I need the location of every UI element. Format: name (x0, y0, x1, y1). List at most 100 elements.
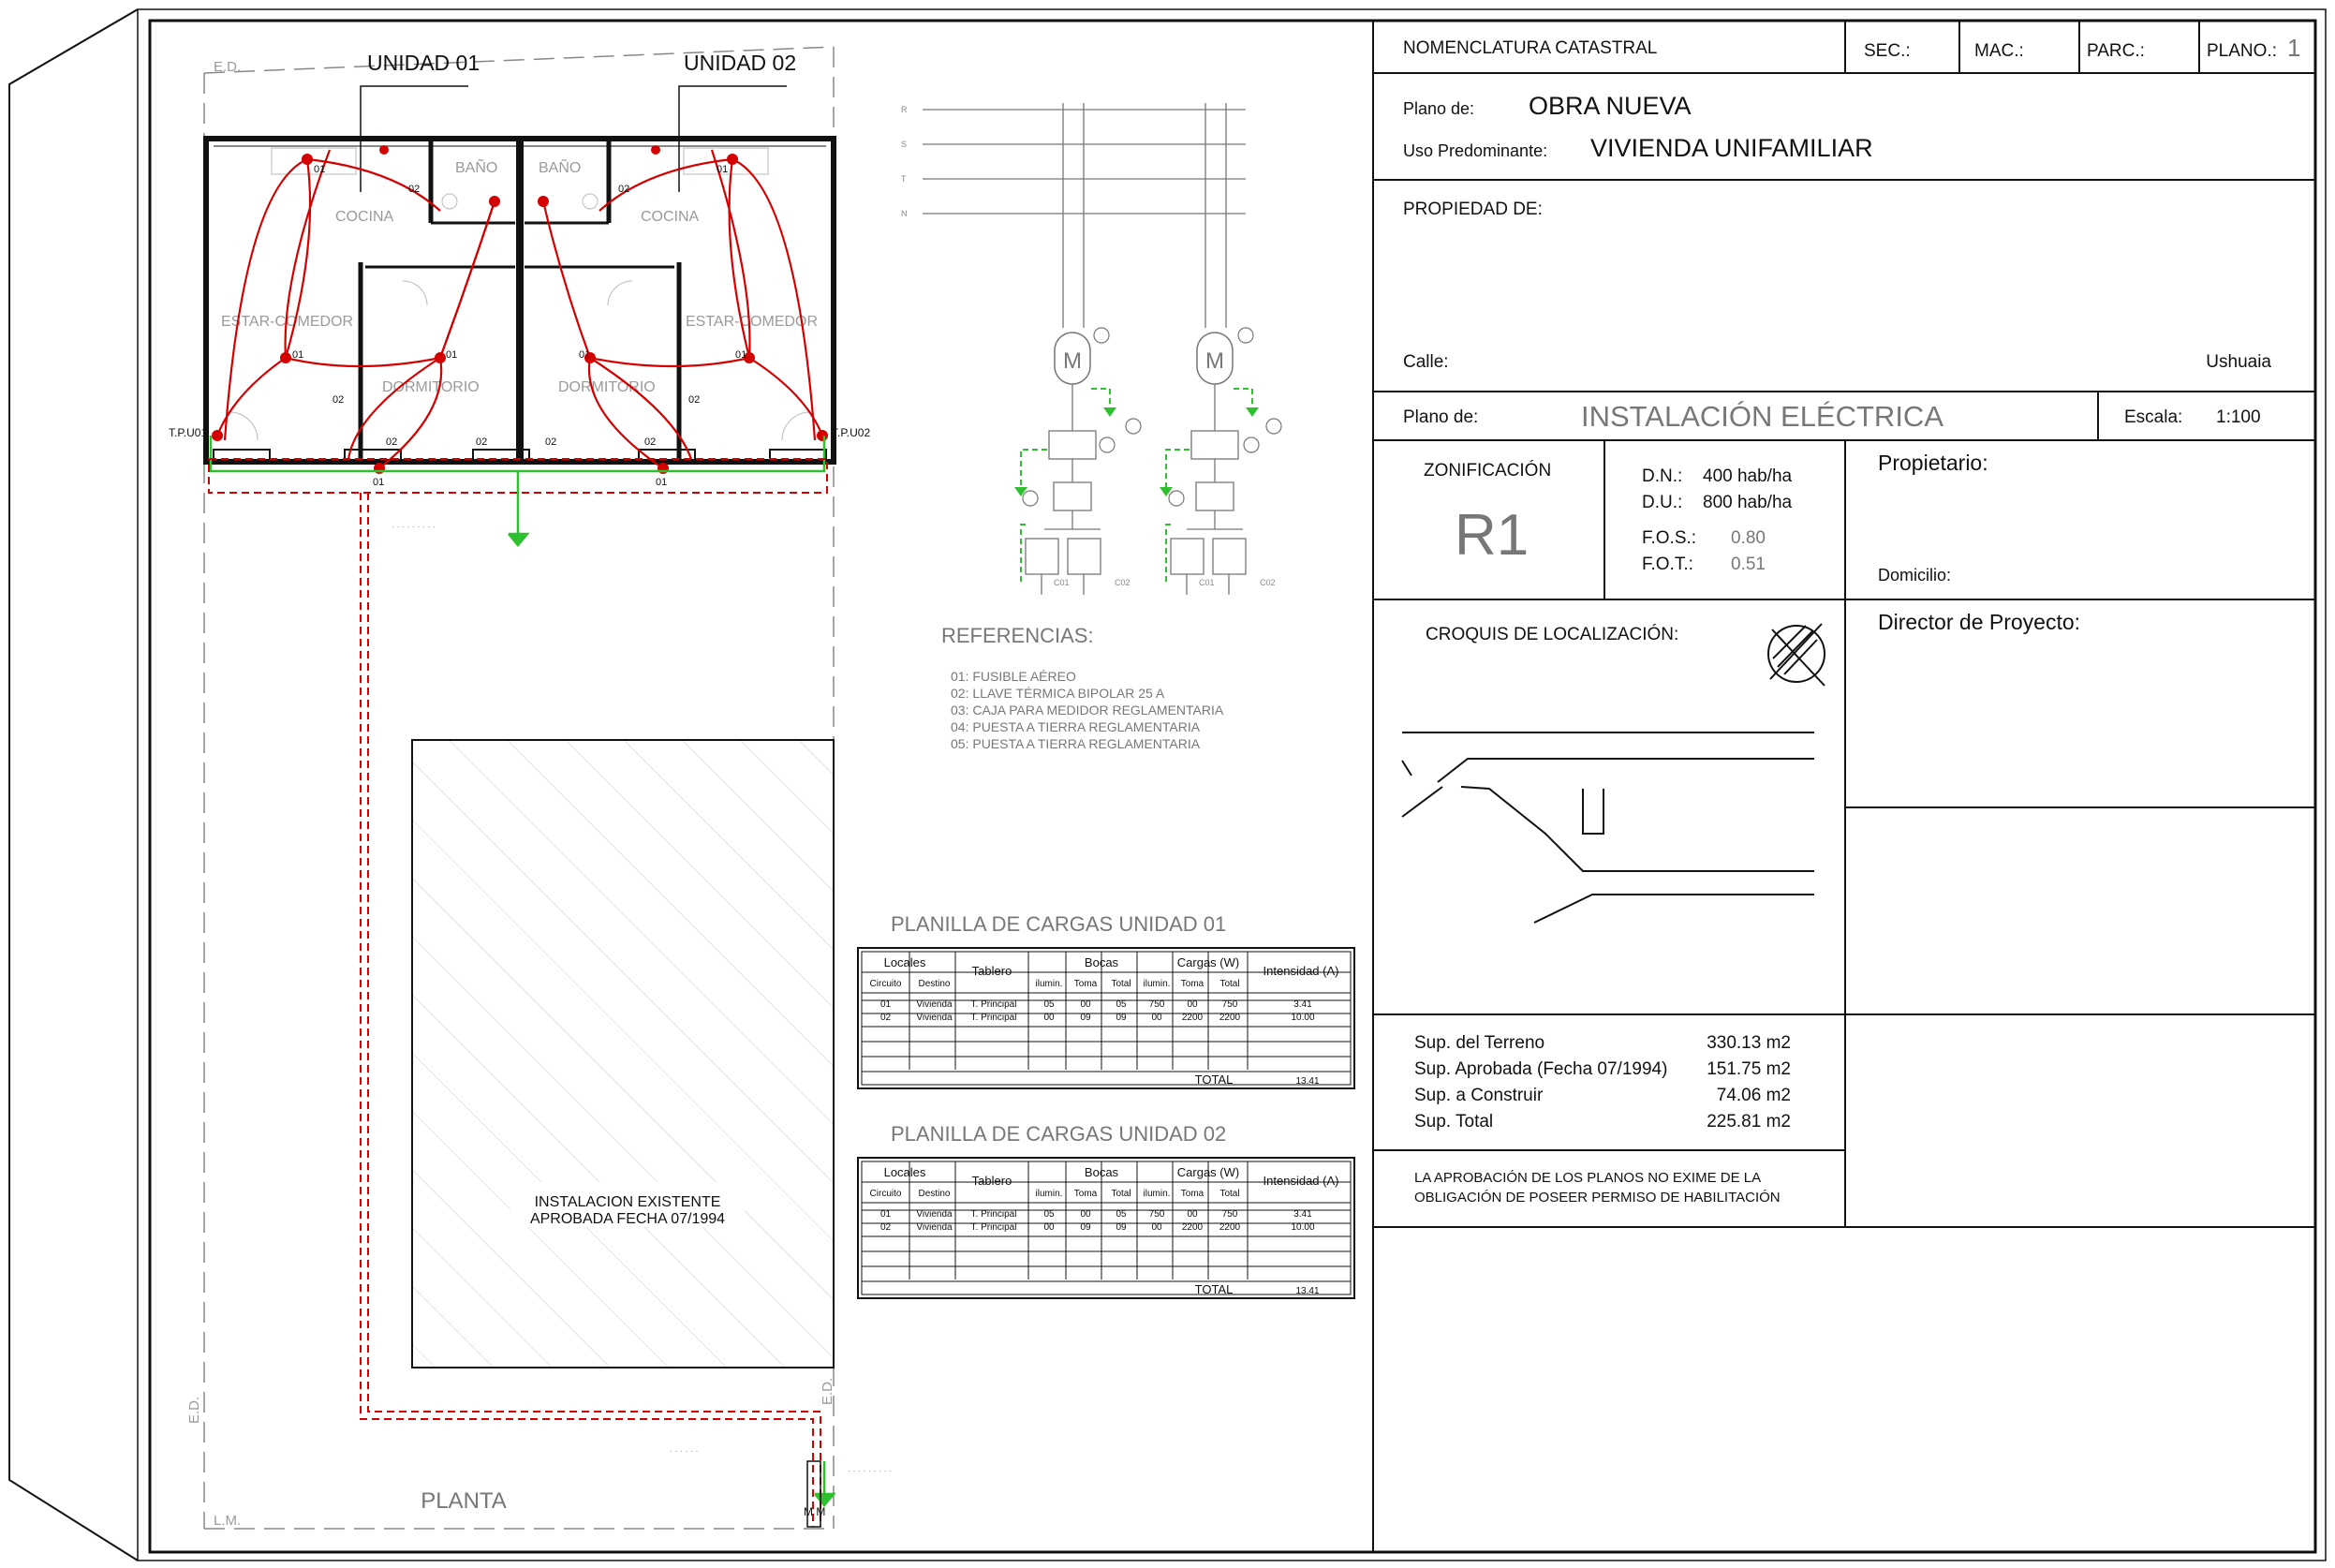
location-sketch (1401, 732, 1814, 924)
header-cargas: Cargas (W) (1177, 1165, 1239, 1179)
header-ilumin: ilumin. (1036, 979, 1063, 989)
existing-label-2: APROBADA FECHA 07/1994 (530, 1211, 725, 1227)
floor-plan: E.D. L.M. E.D. E.D. UNIDAD 01 UNIDAD 02 (169, 46, 892, 1530)
tp-u01-label: T.P.U01 (169, 426, 207, 439)
ed-label-top: E.D. (214, 59, 241, 75)
load-cell: 01 (880, 1209, 892, 1220)
escala-label: Escala: (2124, 407, 2182, 427)
surface-value: 151.75 m2 (1707, 1059, 1791, 1079)
load-cell: 09 (1116, 1222, 1127, 1233)
references-title: REFERENCIAS: (941, 624, 1094, 647)
circuit-label: 01 (735, 349, 746, 361)
du-value: 800 hab/ha (1703, 493, 1793, 512)
load-cell: 2200 (1219, 1222, 1241, 1233)
header-destino: Destino (919, 979, 951, 989)
existing-label-1: INSTALACION EXISTENTE (535, 1194, 721, 1210)
load-cell: 02 (880, 1013, 892, 1023)
header-circuito: Circuito (870, 979, 902, 989)
load-cell: T. Principal (971, 1209, 1017, 1220)
circuit-label: 02 (618, 184, 629, 195)
uso-value: VIVIENDA UNIFAMILIAR (1590, 134, 1873, 162)
calle-label: Calle: (1403, 352, 1449, 372)
escala-value: 1:100 (2216, 407, 2261, 427)
load-cell: 750 (1222, 1209, 1238, 1220)
plan-annotation: · · · · · · (670, 1446, 699, 1456)
surfaces-table: Sup. del Terreno 330.13 m2 Sup. Aprobada… (1414, 1033, 1791, 1132)
load-cell: 10.00 (1291, 1013, 1314, 1023)
fos-value: 0.80 (1731, 528, 1766, 548)
load-tables: PLANILLA DE CARGAS UNIDAD 01LocalesTable… (857, 912, 1355, 1299)
load-cell: Vivienda (916, 1222, 953, 1233)
circuit-label: 02 (644, 436, 656, 448)
surface-label: Sup. Total (1414, 1112, 1493, 1132)
director-label: Director de Proyecto: (1878, 610, 2080, 634)
domicilio-label: Domicilio: (1878, 566, 1951, 584)
single-line-diagram: R S T N M M (901, 103, 1282, 595)
meter-symbol-1: M (1063, 348, 1082, 374)
wiring-circuits (215, 149, 824, 469)
total-value: 13.41 (1295, 1076, 1319, 1087)
surface-label: Sup. Aprobada (Fecha 07/1994) (1414, 1059, 1667, 1079)
reference-item: 04: PUESTA A TIERRA REGLAMENTARIA (951, 719, 1201, 734)
header-intensidad: Intensidad (A) (1264, 964, 1339, 978)
load-cell: 3.41 (1293, 1209, 1312, 1220)
room-dormitorio-2: DORMITORIO (558, 379, 656, 395)
ed-label-left: E.D. (186, 1397, 202, 1424)
plano-de-value: OBRA NUEVA (1529, 92, 1692, 120)
fot-value: 0.51 (1731, 555, 1766, 574)
surface-value: 225.81 m2 (1707, 1112, 1791, 1132)
load-cell: 00 (1080, 1209, 1091, 1220)
circuit-label: 01 (373, 477, 384, 488)
phase-label: T (901, 174, 907, 184)
load-cell: Vivienda (916, 1013, 953, 1023)
load-table-title: PLANILLA DE CARGAS UNIDAD 02 (891, 1122, 1226, 1146)
load-cell: 2200 (1182, 1222, 1204, 1233)
header-total: Total (1111, 979, 1131, 989)
load-cell: 09 (1116, 1013, 1127, 1023)
plano-label: PLANO.: (2207, 41, 2277, 61)
surface-value: 330.13 m2 (1707, 1033, 1791, 1053)
total-label: TOTAL (1195, 1072, 1234, 1087)
header-intensidad: Intensidad (A) (1264, 1174, 1339, 1188)
dn-value: 400 hab/ha (1703, 466, 1793, 486)
plan-annotation: · · · · · · · · · (848, 1466, 892, 1475)
load-cell: 01 (880, 999, 892, 1010)
surface-value: 74.06 m2 (1717, 1086, 1791, 1105)
load-cell: 02 (880, 1222, 892, 1233)
header-circuito: Circuito (870, 1189, 902, 1199)
load-cell: 05 (1116, 1209, 1127, 1220)
circuit-label: 02 (408, 184, 420, 195)
header-bocas: Bocas (1085, 1165, 1119, 1179)
header-toma: Toma (1074, 979, 1098, 989)
title-block: NOMENCLATURA CATASTRAL SEC.: MAC.: PARC.… (1372, 21, 2315, 1552)
zona-value: R1 (1455, 503, 1529, 568)
propiedad-label: PROPIEDAD DE: (1403, 200, 1543, 219)
plan-annotation: · · · · · · · · · (392, 522, 436, 531)
header-bocas: Bocas (1085, 955, 1119, 969)
header-toma: Toma (1181, 979, 1204, 989)
plano-de-label: Plano de: (1403, 99, 1474, 118)
load-cell: 00 (1080, 999, 1091, 1010)
room-cocina-1: COCINA (335, 209, 394, 225)
meter-symbol-2: M (1205, 348, 1224, 374)
circuit-label: 01 (717, 164, 728, 175)
header-toma: Toma (1181, 1189, 1204, 1199)
circuit-label: 01 (656, 477, 667, 488)
circuit-c01: C01 (1054, 578, 1070, 587)
reference-item: 03: CAJA PARA MEDIDOR REGLAMENTARIA (951, 703, 1224, 717)
load-cell: 00 (1151, 1222, 1162, 1233)
header-tablero: Tablero (972, 1174, 1012, 1188)
header-ilumin: ilumin. (1144, 979, 1171, 989)
zonificacion-label: ZONIFICACIÓN (1424, 460, 1551, 481)
unit-02-title: UNIDAD 02 (684, 51, 796, 75)
phase-label: R (901, 105, 908, 114)
surface-label: Sup. a Construir (1414, 1086, 1544, 1105)
nomenclatura-label: NOMENCLATURA CATASTRAL (1403, 38, 1657, 58)
load-cell: T. Principal (971, 1013, 1017, 1023)
load-cell: 3.41 (1293, 999, 1312, 1010)
reference-item: 02: LLAVE TÉRMICA BIPOLAR 25 A (951, 686, 1165, 701)
fot-label: F.O.T.: (1642, 555, 1693, 574)
load-table-grid (857, 1157, 1355, 1299)
load-cell: 10.00 (1291, 1222, 1314, 1233)
